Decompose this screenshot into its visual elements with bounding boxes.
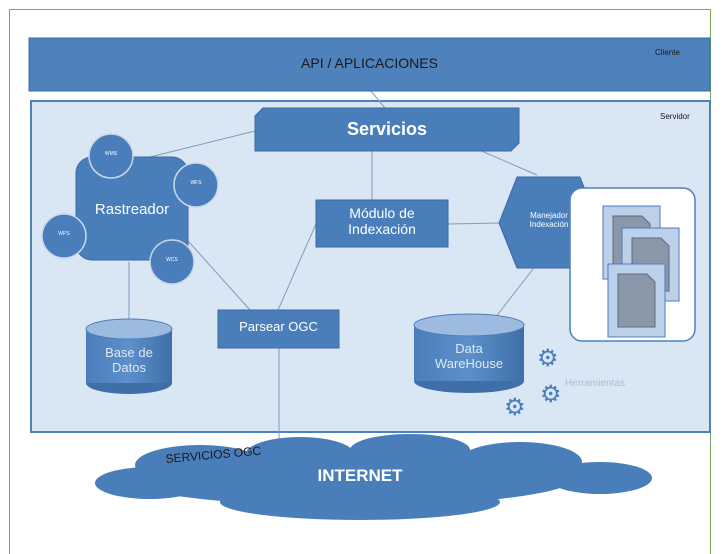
warehouse-label: Data WareHouse xyxy=(414,341,524,372)
client-bar xyxy=(28,37,711,92)
warehouse-line2: WareHouse xyxy=(434,355,504,371)
index-manager-label: Manejador Indexación xyxy=(505,211,593,229)
index-module-line1: Módulo de xyxy=(349,205,415,221)
internet-label: INTERNET xyxy=(317,466,403,485)
tools-label: Herramientas xyxy=(565,378,626,389)
wcs-circle xyxy=(149,239,195,285)
server-tag: Servidor xyxy=(660,112,690,121)
services-box xyxy=(254,107,520,152)
wps-circle xyxy=(41,213,87,259)
services-label: Servicios xyxy=(346,119,428,139)
wfs-label: WFS xyxy=(190,180,202,186)
document-stack-icon xyxy=(602,205,680,338)
wms-label: WMS xyxy=(104,151,118,157)
index-manager-line1: Manejador xyxy=(530,211,568,220)
client-tag: Cliente xyxy=(655,48,680,57)
wfs-circle xyxy=(173,162,219,208)
crawler-label: Rastreador xyxy=(94,201,170,218)
gear-icon: ⚙ xyxy=(537,345,559,372)
wps-label: WPS xyxy=(58,231,70,237)
index-module-line2: Indexación xyxy=(348,221,416,238)
internet-cloud xyxy=(95,434,652,520)
gear-icon: ⚙ xyxy=(540,381,562,408)
database-label: Base de Datos xyxy=(86,345,172,376)
parser-box xyxy=(217,309,340,349)
database-line2: Datos xyxy=(112,359,146,375)
index-module-label: Módulo de Indexación xyxy=(316,205,448,237)
warehouse-cylinder xyxy=(413,313,525,393)
wms-circle xyxy=(88,133,134,179)
database-cylinder xyxy=(85,318,173,394)
architecture-diagram xyxy=(28,37,711,520)
parser-label: Parsear OGC xyxy=(239,319,318,334)
gear-icon: ⚙ xyxy=(504,394,526,421)
warehouse-line1: Data xyxy=(455,341,483,356)
index-module-box xyxy=(315,199,449,248)
wcs-label: WCS xyxy=(166,257,178,263)
index-manager-line2: Indexación xyxy=(529,220,569,230)
database-line1: Base de xyxy=(105,345,153,360)
client-bar-title: API / APLICACIONES xyxy=(301,55,438,71)
